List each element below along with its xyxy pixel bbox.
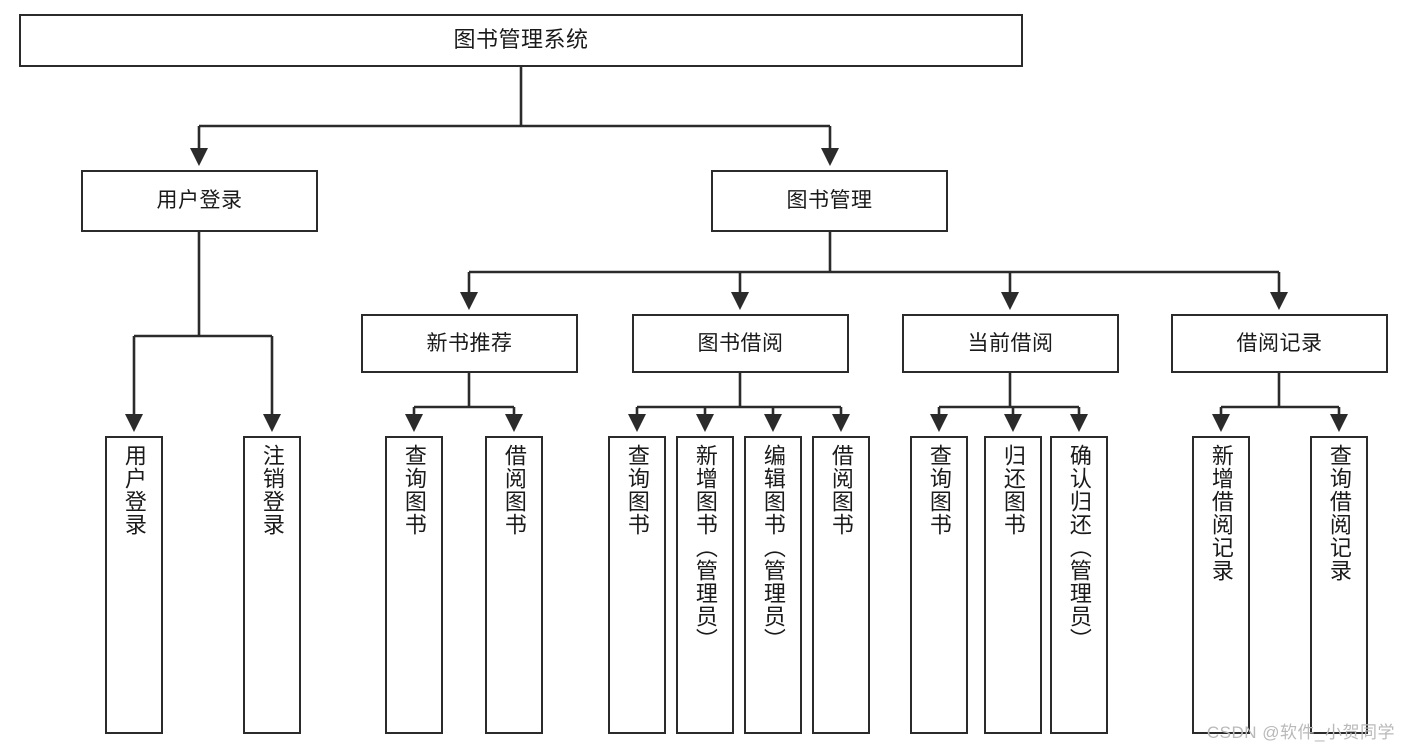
- leaf-query-book-cur-label: 查询图书: [926, 444, 952, 536]
- leaf-return-book-label: 归还图书: [1000, 444, 1026, 536]
- leaf-add-borrow-record-label: 新增借阅记录: [1208, 444, 1234, 582]
- leaf-add-book-admin-label: 新增图书（管理员）: [692, 444, 718, 651]
- leaf-query-book-cur[interactable]: 查询图书: [910, 436, 968, 734]
- leaf-user-login[interactable]: 用户登录: [105, 436, 163, 734]
- leaf-borrow-book-bor-label: 借阅图书: [828, 444, 854, 536]
- leaf-query-book-bor[interactable]: 查询图书: [608, 436, 666, 734]
- leaf-query-book-bor-label: 查询图书: [624, 444, 650, 536]
- leaf-query-book-rec[interactable]: 查询图书: [385, 436, 443, 734]
- node-current-borrow-label: 当前借阅: [967, 331, 1054, 355]
- node-borrow-record-label: 借阅记录: [1236, 331, 1323, 355]
- leaf-add-borrow-record[interactable]: 新增借阅记录: [1192, 436, 1250, 734]
- leaf-borrow-book-rec-label: 借阅图书: [501, 444, 527, 536]
- leaf-add-book-admin[interactable]: 新增图书（管理员）: [676, 436, 734, 734]
- leaf-confirm-return-admin[interactable]: 确认归还（管理员）: [1050, 436, 1108, 734]
- leaf-query-borrow-record[interactable]: 查询借阅记录: [1310, 436, 1368, 734]
- leaf-borrow-book-rec[interactable]: 借阅图书: [485, 436, 543, 734]
- node-book-manage-label: 图书管理: [786, 189, 873, 213]
- leaf-edit-book-admin[interactable]: 编辑图书（管理员）: [744, 436, 802, 734]
- leaf-query-borrow-record-label: 查询借阅记录: [1326, 444, 1352, 582]
- node-borrow-record[interactable]: 借阅记录: [1171, 314, 1388, 373]
- node-current-borrow[interactable]: 当前借阅: [902, 314, 1119, 373]
- node-book-manage[interactable]: 图书管理: [711, 170, 948, 232]
- node-user-login-label: 用户登录: [156, 189, 243, 213]
- leaf-user-logout[interactable]: 注销登录: [243, 436, 301, 734]
- node-root-label: 图书管理系统: [453, 27, 589, 53]
- node-new-book-rec-label: 新书推荐: [426, 331, 513, 355]
- node-user-login[interactable]: 用户登录: [81, 170, 318, 232]
- leaf-query-book-rec-label: 查询图书: [401, 444, 427, 536]
- leaf-borrow-book-bor[interactable]: 借阅图书: [812, 436, 870, 734]
- node-new-book-rec[interactable]: 新书推荐: [361, 314, 578, 373]
- node-book-borrow-label: 图书借阅: [697, 331, 784, 355]
- leaf-user-login-label: 用户登录: [121, 444, 147, 536]
- node-book-borrow[interactable]: 图书借阅: [632, 314, 849, 373]
- watermark-text: CSDN @软件_小贺同学: [1206, 723, 1395, 742]
- node-root[interactable]: 图书管理系统: [19, 14, 1023, 67]
- leaf-user-logout-label: 注销登录: [259, 444, 285, 536]
- leaf-confirm-return-admin-label: 确认归还（管理员）: [1066, 444, 1092, 651]
- leaf-return-book[interactable]: 归还图书: [984, 436, 1042, 734]
- leaf-edit-book-admin-label: 编辑图书（管理员）: [760, 444, 786, 651]
